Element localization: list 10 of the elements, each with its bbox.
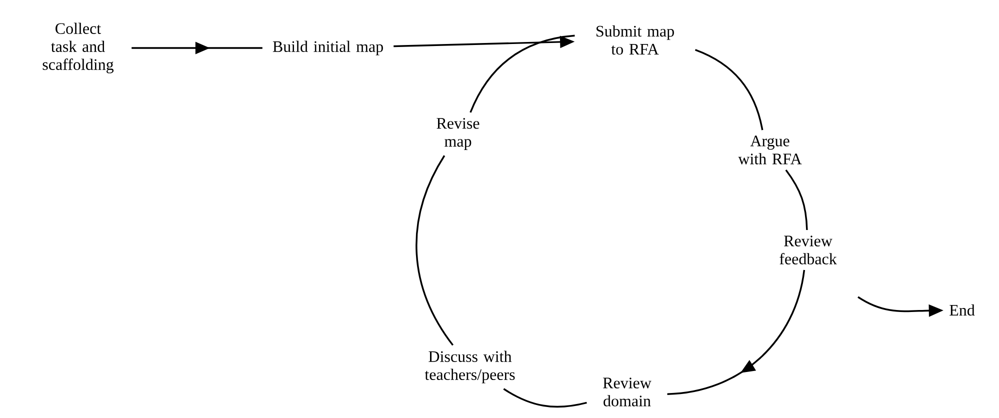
step-label: Discuss with teachers/peers: [424, 350, 515, 384]
step-label: Revise map: [436, 118, 480, 150]
arrow: [667, 270, 806, 395]
step-label: End: [950, 304, 975, 316]
step-label: Collect task and scaffolding: [42, 22, 114, 74]
step-label: Review feedback: [780, 236, 837, 264]
step-label: Argue with RFA: [738, 136, 802, 164]
step-label: Build initial map: [272, 40, 383, 56]
step-label: Submit map to RFA: [596, 25, 674, 55]
step-label: Review domain: [603, 378, 652, 406]
